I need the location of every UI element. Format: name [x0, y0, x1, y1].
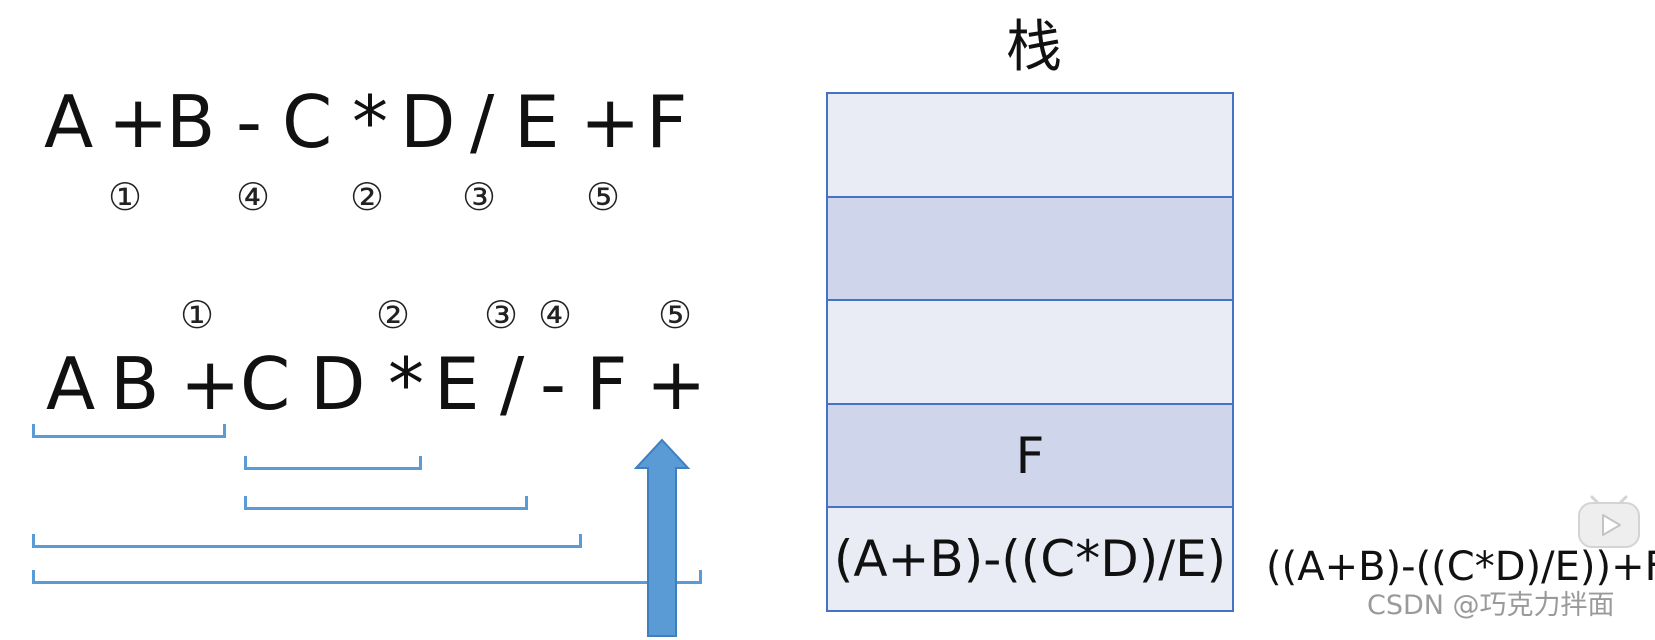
- postfix-token: B: [110, 342, 160, 426]
- postfix-order-mark: ⑤: [658, 293, 693, 337]
- postfix-order-mark: ④: [538, 293, 573, 337]
- postfix-token: F: [586, 342, 628, 426]
- infix-token: +: [580, 80, 641, 164]
- watermark: CSDN @巧克力拌面: [1367, 590, 1615, 621]
- stack-slot: F: [828, 404, 1232, 509]
- stack-slot: [828, 197, 1232, 302]
- bracket-cd-times: [244, 456, 422, 470]
- stack-slot: [828, 94, 1232, 198]
- stack: F (A+B)-((C*D)/E): [826, 92, 1234, 612]
- postfix-order-mark: ③: [484, 293, 519, 337]
- bracket-minus-group: [32, 534, 582, 548]
- postfix-token: -: [540, 342, 566, 426]
- infix-order-mark: ⑤: [586, 175, 621, 219]
- infix-token: +: [108, 80, 169, 164]
- infix-order-mark: ①: [108, 175, 143, 219]
- infix-token: /: [470, 80, 495, 164]
- stack-slot: [828, 301, 1232, 405]
- infix-token: D: [400, 80, 456, 164]
- infix-order-mark: ②: [350, 175, 385, 219]
- infix-token: F: [646, 80, 688, 164]
- stack-title: 栈: [1006, 15, 1062, 80]
- result-expression: ((A+B)-((C*D)/E))+F: [1266, 544, 1655, 590]
- postfix-token: +: [180, 342, 241, 426]
- stack-slot: (A+B)-((C*D)/E): [828, 508, 1232, 610]
- postfix-token: A: [46, 342, 96, 426]
- postfix-order-mark: ②: [376, 293, 411, 337]
- postfix-order-mark: ①: [180, 293, 215, 337]
- infix-token: B: [166, 80, 216, 164]
- postfix-token: /: [500, 342, 525, 426]
- postfix-token: *: [388, 342, 424, 426]
- up-arrow-icon: [633, 438, 691, 637]
- play-icon[interactable]: [1576, 488, 1642, 550]
- bracket-cd-times-e-div: [244, 496, 528, 510]
- postfix-token: D: [310, 342, 366, 426]
- infix-token: A: [44, 80, 94, 164]
- infix-token: C: [282, 80, 333, 164]
- infix-token: -: [236, 80, 262, 164]
- infix-order-mark: ③: [462, 175, 497, 219]
- bracket-ab-plus: [32, 424, 226, 438]
- postfix-token: +: [646, 342, 707, 426]
- bracket-full-expression: [32, 570, 702, 584]
- infix-token: *: [352, 80, 388, 164]
- postfix-token: E: [434, 342, 480, 426]
- infix-token: E: [514, 80, 560, 164]
- postfix-token: C: [240, 342, 291, 426]
- infix-order-mark: ④: [236, 175, 271, 219]
